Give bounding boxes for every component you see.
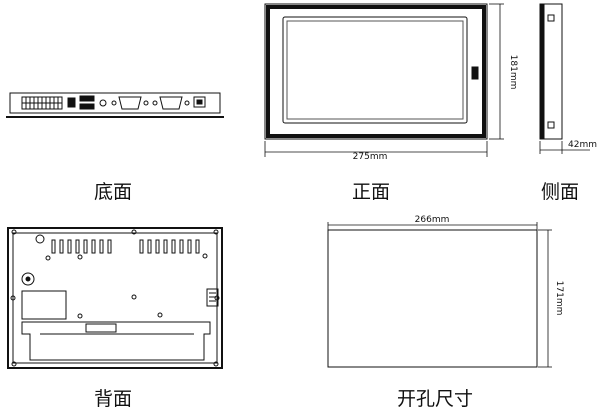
back-port-block (206, 288, 219, 307)
back-mount-hole (35, 234, 45, 244)
usb-b-port (67, 97, 76, 108)
cutout-width-label: 266mm (415, 215, 450, 225)
back-cover (12, 232, 218, 364)
back-stand-slot (85, 323, 117, 333)
front-bezel-outer (264, 3, 488, 140)
side-bezel (539, 3, 545, 140)
bottom-view (6, 92, 224, 118)
side-depth-label: 42mm (568, 140, 597, 150)
back-view-caption: 背面 (94, 388, 133, 410)
side-clip-top (547, 14, 555, 22)
back-battery (21, 272, 35, 286)
back-view (7, 227, 223, 369)
side-view-caption: 侧面 (541, 181, 580, 203)
front-height-label: 181mm (508, 55, 518, 90)
front-width-label: 275mm (353, 152, 388, 162)
side-clip-bottom (547, 121, 555, 129)
front-screen-frame (282, 16, 468, 124)
serial-port-2 (152, 96, 190, 110)
cutout-view-caption: 开孔尺寸 (397, 388, 474, 410)
front-view (264, 3, 504, 157)
usb-a-port-top (79, 95, 95, 102)
terminal-block (21, 96, 63, 110)
power-jack (99, 99, 107, 107)
cutout-view (327, 222, 552, 368)
back-label-plate (21, 290, 67, 320)
serial-port-1 (111, 96, 149, 110)
bottom-view-caption: 底面 (94, 181, 133, 203)
back-bezel (7, 227, 223, 369)
back-vents-top (51, 239, 200, 254)
front-screen (286, 20, 464, 120)
cutout-height-label: 171mm (554, 281, 564, 316)
usb-a-port-bottom (79, 103, 95, 110)
front-logo-mark (471, 66, 479, 80)
back-lower-recess (21, 321, 211, 361)
cutout-rect (327, 229, 538, 368)
ethernet-port (193, 96, 206, 108)
front-view-caption: 正面 (352, 181, 391, 203)
side-view (539, 3, 590, 154)
bottom-view-body (9, 92, 221, 114)
front-bezel (266, 5, 486, 138)
